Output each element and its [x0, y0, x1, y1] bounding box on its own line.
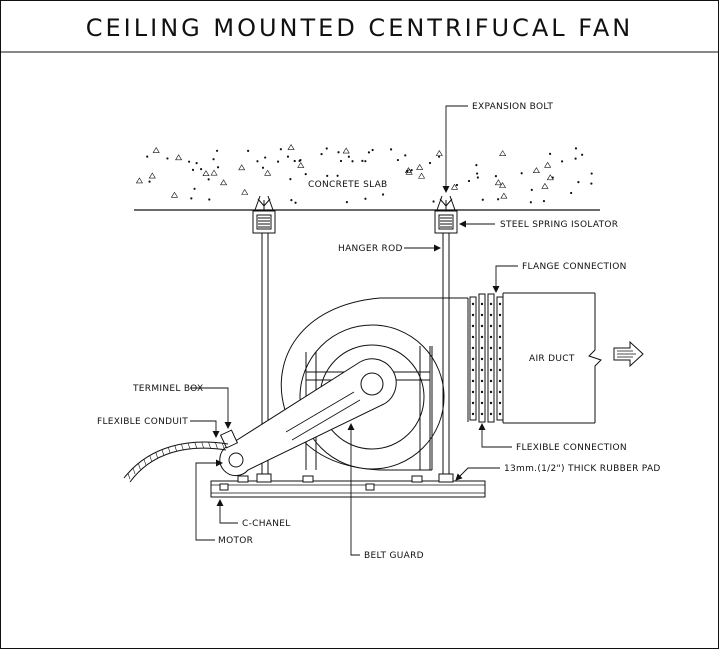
- label-concrete-slab: CONCRETE SLAB: [308, 180, 388, 190]
- c-channel-base: [210, 480, 486, 498]
- flexible-conduit: [123, 441, 229, 483]
- hanger-rod-right: [442, 232, 450, 480]
- label-flange-connection: FLANGE CONNECTION: [522, 262, 627, 272]
- label-expansion-bolt: EXPANSION BOLT: [472, 102, 553, 112]
- base-bolts: [219, 473, 454, 491]
- flexible-connection: [469, 293, 504, 423]
- air-duct: [503, 292, 602, 424]
- concrete-slab: [134, 143, 600, 211]
- label-terminel-box: TERMINEL BOX: [132, 384, 203, 394]
- label-motor: MOTOR: [218, 536, 253, 546]
- airflow-arrow-icon: [613, 340, 644, 368]
- spring-isolator-left: [252, 195, 276, 234]
- label-rubber-pad: 13mm.(1/2") THICK RUBBER PAD: [504, 464, 661, 474]
- label-flexible-connection: FLEXIBLE CONNECTION: [516, 443, 627, 453]
- label-flexible-conduit: FLEXIBLE CONDUIT: [97, 417, 188, 427]
- belt-guard: [219, 358, 397, 477]
- drawing-title: CEILING MOUNTED CENTRIFUCAL FAN: [85, 14, 634, 42]
- label-steel-spring-isolator: STEEL SPRING ISOLATOR: [500, 220, 618, 230]
- label-air-duct: AIR DUCT: [529, 354, 575, 364]
- spring-isolator-right: [434, 195, 458, 234]
- label-belt-guard: BELT GUARD: [364, 551, 424, 561]
- label-hanger-rod: HANGER ROD: [338, 244, 403, 254]
- label-c-chanel: C-CHANEL: [242, 519, 291, 529]
- leader-lines: [190, 105, 518, 556]
